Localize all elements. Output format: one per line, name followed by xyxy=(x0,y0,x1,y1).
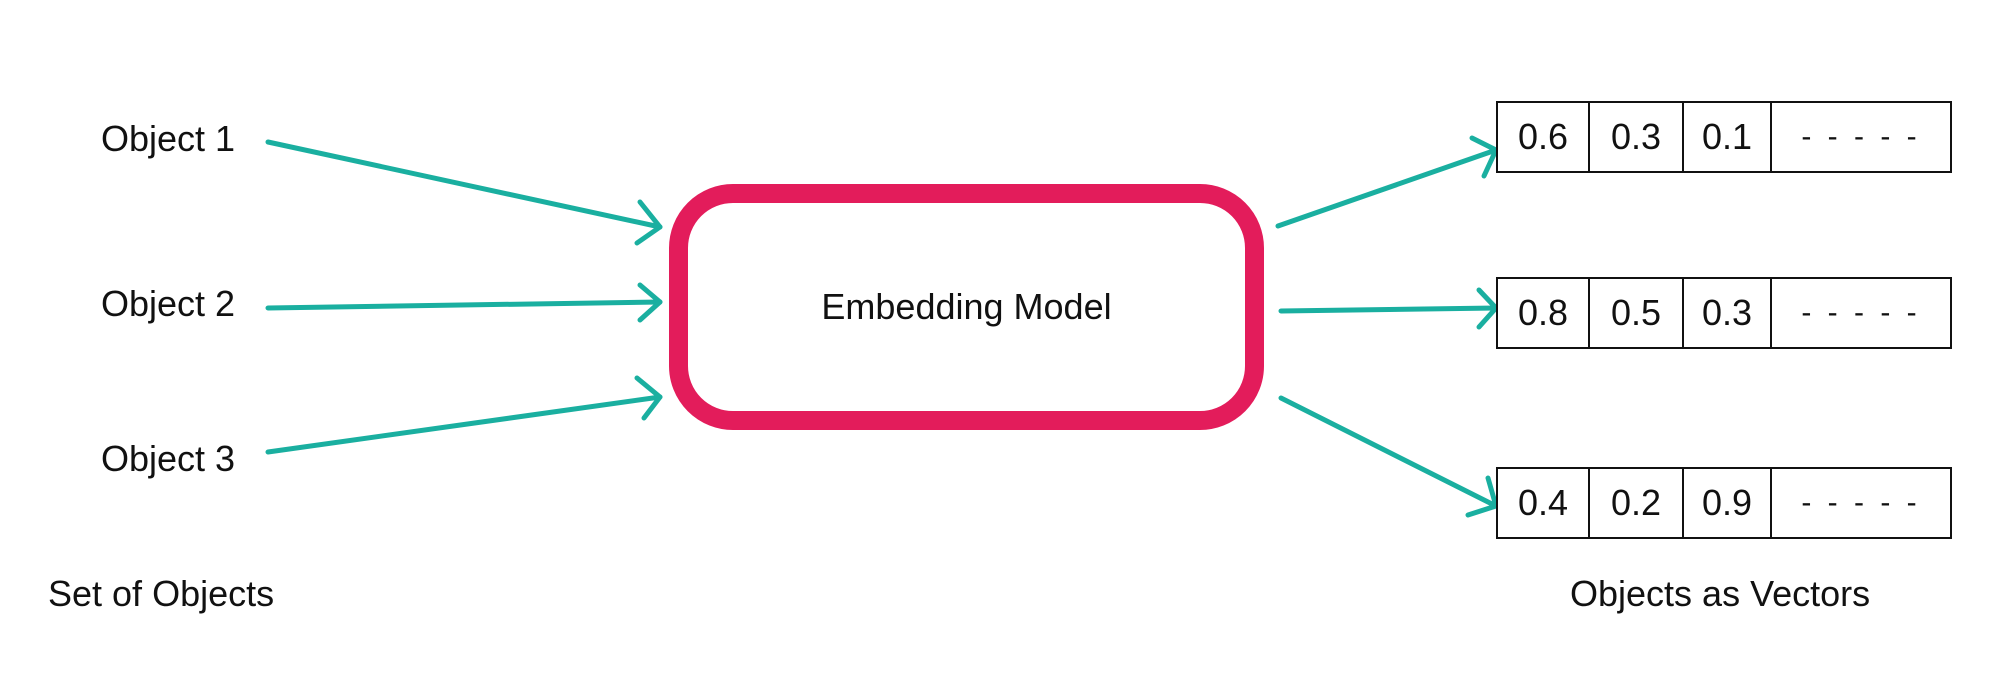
vector-3: 0.4 0.2 0.9 - - - - - xyxy=(1496,467,1952,539)
vector-3-value-3: 0.9 xyxy=(1684,469,1772,537)
objects-as-vectors-caption: Objects as Vectors xyxy=(1570,573,1871,614)
vector-3-value-2: 0.2 xyxy=(1590,469,1684,537)
embedding-model-box: Embedding Model xyxy=(669,184,1264,430)
vector-3-value-1: 0.4 xyxy=(1498,469,1590,537)
set-of-objects-caption: Set of Objects xyxy=(48,573,275,614)
arrow-object-3 xyxy=(265,375,663,455)
arrow-object-2 xyxy=(265,282,663,323)
vector-1-value-2: 0.3 xyxy=(1590,103,1684,171)
vector-1-ellipsis: - - - - - xyxy=(1801,120,1921,153)
object-3-label: Object 3 xyxy=(101,438,236,479)
object-1-label: Object 1 xyxy=(101,118,236,159)
arrow-vector-2 xyxy=(1278,287,1499,330)
vector-2: 0.8 0.5 0.3 - - - - - xyxy=(1496,277,1952,349)
vector-2-value-1: 0.8 xyxy=(1498,279,1590,347)
arrow-vector-3 xyxy=(1278,395,1499,518)
vector-1-value-3: 0.1 xyxy=(1684,103,1772,171)
arrow-vector-1 xyxy=(1275,135,1499,229)
embedding-model-label: Embedding Model xyxy=(821,286,1112,327)
vector-3-ellipsis: - - - - - xyxy=(1801,486,1921,519)
vector-2-value-3: 0.3 xyxy=(1684,279,1772,347)
arrow-object-1 xyxy=(265,139,663,246)
vector-1: 0.6 0.3 0.1 - - - - - xyxy=(1496,101,1952,173)
vector-2-ellipsis: - - - - - xyxy=(1801,296,1921,329)
object-2-label: Object 2 xyxy=(101,283,236,324)
vector-1-value-1: 0.6 xyxy=(1498,103,1590,171)
vector-2-value-2: 0.5 xyxy=(1590,279,1684,347)
